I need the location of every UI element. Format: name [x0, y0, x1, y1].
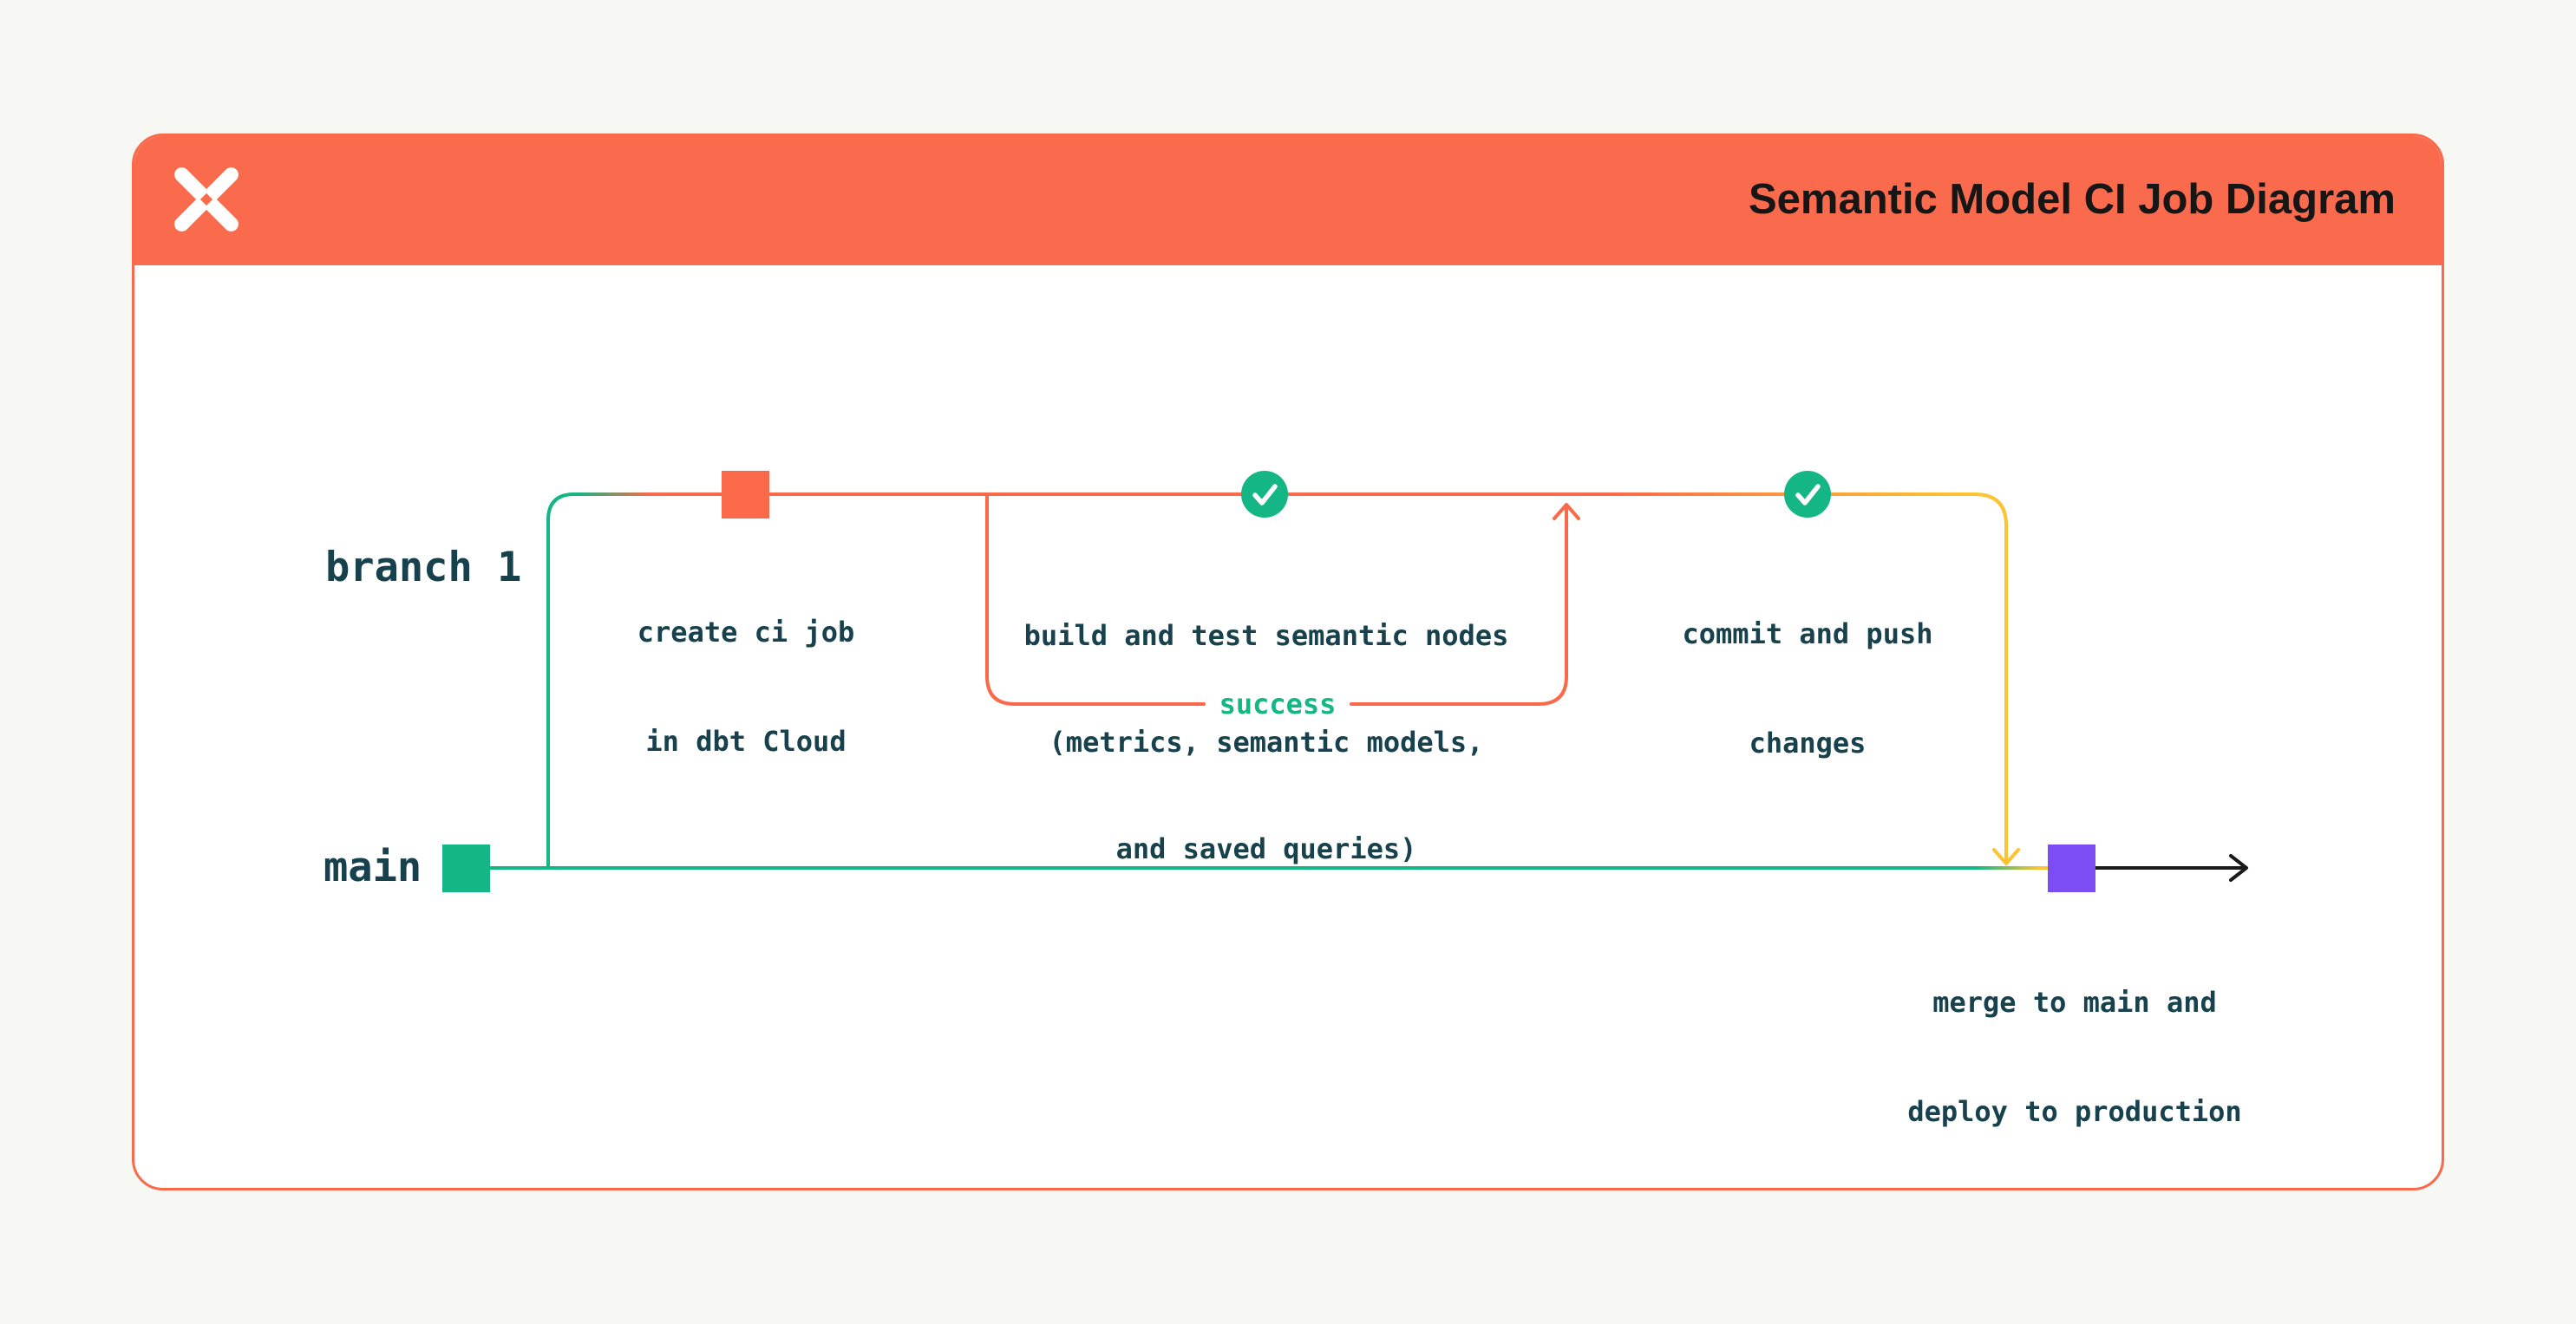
dbt-logo-icon: [174, 167, 239, 232]
commit-push-caption: commit and push changes: [1682, 617, 1933, 760]
main-lane-label: main: [324, 844, 422, 891]
create-ci-job-caption: create ci job in dbt Cloud: [637, 616, 855, 758]
build-test-caption: build and test semantic nodes (metrics, …: [1023, 619, 1509, 865]
success-label: success: [1219, 688, 1337, 721]
card-header: Semantic Model CI Job Diagram: [134, 136, 2442, 265]
branch-lane-label: branch 1: [325, 544, 522, 591]
merge-deploy-caption: merge to main and deploy to production: [1907, 986, 2242, 1128]
page-title: Semantic Model CI Job Diagram: [1748, 176, 2396, 223]
diagram-card: Semantic Model CI Job Diagram: [132, 134, 2444, 1190]
